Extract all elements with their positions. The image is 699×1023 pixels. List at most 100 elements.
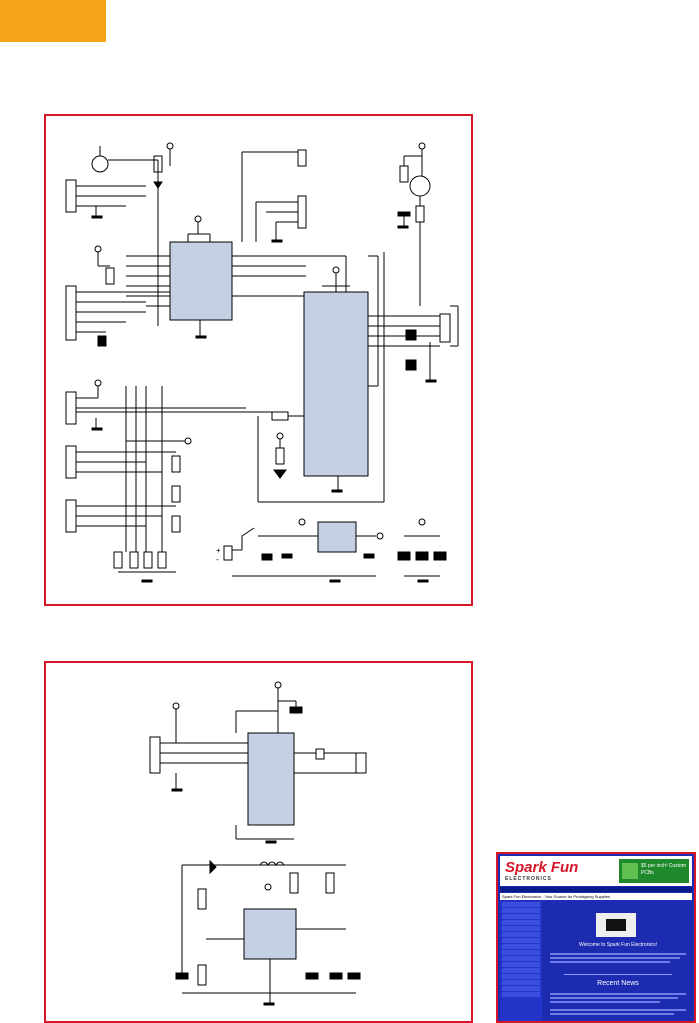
- product-image: [596, 913, 636, 937]
- resistor: [171, 515, 181, 533]
- text-line: [550, 961, 670, 963]
- plus-label: +: [216, 546, 221, 555]
- resistor: [197, 888, 207, 910]
- vcc-terminal: [94, 245, 102, 253]
- capacitor: [397, 551, 411, 561]
- connector-header: [65, 179, 77, 213]
- vcc-terminal: [94, 379, 102, 387]
- jumper: [271, 411, 289, 421]
- ground-symbol: [417, 579, 429, 583]
- capacitor: [329, 972, 343, 980]
- minus-label: -: [216, 555, 219, 564]
- schematic-1-drawing: + -: [65, 142, 459, 583]
- resistor: [275, 447, 285, 465]
- push-button: [97, 335, 107, 347]
- site-nav-bar: [500, 887, 692, 892]
- text-line: [550, 1013, 674, 1015]
- voltage-regulator: [317, 521, 357, 553]
- ground-symbol: [141, 579, 153, 583]
- text-line: [550, 953, 686, 955]
- text-line: [550, 997, 678, 999]
- text-line: [550, 1001, 660, 1003]
- ground-symbol: [265, 840, 277, 844]
- capacitor: [405, 329, 417, 341]
- resistor: [289, 872, 299, 894]
- power-jack: [223, 545, 233, 561]
- pcb-ad-image: [622, 863, 638, 879]
- connector-header: [65, 445, 77, 479]
- text-line: [550, 957, 680, 959]
- capacitor: [289, 706, 303, 714]
- ground-symbol: [425, 379, 437, 383]
- led-symbol: [153, 181, 163, 189]
- connector-header: [355, 752, 367, 774]
- inductor: [259, 861, 285, 866]
- capacitor: [397, 211, 411, 217]
- vcc-terminal: [194, 215, 202, 223]
- capacitor: [261, 553, 273, 561]
- website-screenshot: Spark Fun ELECTRONICS $5 per inch² Custo…: [496, 852, 696, 1023]
- ic-chip-u1: [169, 241, 233, 321]
- connector-header: [149, 736, 161, 774]
- vcc-terminal: [418, 142, 426, 150]
- site-logo: Spark Fun ELECTRONICS: [505, 859, 579, 882]
- vcc-terminal: [418, 518, 426, 526]
- ground-symbol: [331, 489, 343, 493]
- ground-symbol: [329, 579, 341, 583]
- resistor: [415, 205, 425, 223]
- resistor: [325, 872, 335, 894]
- resistor: [197, 964, 207, 986]
- capacitor: [305, 972, 319, 980]
- transistor-symbol: [409, 175, 431, 197]
- capacitor: [363, 553, 375, 559]
- pcb-ad-banner: $5 per inch² Custom PCBs: [619, 859, 689, 883]
- ground-symbol: [397, 225, 409, 229]
- ground-symbol: [263, 1002, 275, 1006]
- resistor: [143, 551, 153, 569]
- vcc-terminal: [274, 681, 282, 689]
- vcc-terminal: [376, 532, 384, 540]
- vcc-terminal: [264, 883, 272, 891]
- transistor-symbol: [91, 155, 109, 173]
- capacitor: [405, 359, 417, 371]
- ground-symbol: [195, 335, 207, 339]
- connector-header: [65, 285, 77, 341]
- vcc-terminal: [166, 142, 174, 150]
- schematic-2-drawing: [149, 681, 367, 1006]
- schematic-figure-1: + -: [44, 114, 473, 606]
- connector-header: [65, 499, 77, 533]
- connector-header: [439, 313, 451, 343]
- resistor: [153, 155, 163, 173]
- resistor: [105, 267, 115, 285]
- connector-header: [297, 149, 307, 167]
- section-tab: [0, 0, 106, 42]
- divider: [564, 974, 672, 975]
- site-breadcrumb: Spark Fun Electronics · Your Source for …: [500, 893, 692, 900]
- vcc-terminal: [184, 437, 192, 445]
- capacitor: [347, 972, 361, 980]
- site-sidebar: [500, 901, 542, 1021]
- ground-symbol: [91, 427, 103, 431]
- capacitor: [415, 551, 429, 561]
- capacitor: [281, 553, 293, 559]
- diode-symbol: [209, 859, 217, 875]
- led-symbol: [273, 469, 287, 479]
- news-heading: Recent News: [597, 980, 639, 987]
- schematic-figure-2: [44, 661, 473, 1023]
- resistor: [157, 551, 167, 569]
- resistor: [171, 455, 181, 473]
- ground-symbol: [271, 239, 283, 243]
- site-header: Spark Fun ELECTRONICS $5 per inch² Custo…: [500, 856, 692, 886]
- vcc-terminal: [298, 518, 306, 526]
- text-line: [550, 1009, 686, 1011]
- vcc-terminal: [276, 432, 284, 440]
- capacitor: [433, 551, 447, 561]
- text-line: [550, 993, 686, 995]
- welcome-title: Welcome to Spark Fun Electronics!: [579, 942, 657, 948]
- resistor: [399, 165, 409, 183]
- capacitor: [175, 972, 189, 980]
- regulator-ic: [243, 908, 297, 960]
- ic-chip-main: [247, 732, 295, 826]
- ic-chip-u2: [303, 291, 369, 477]
- resistor: [113, 551, 123, 569]
